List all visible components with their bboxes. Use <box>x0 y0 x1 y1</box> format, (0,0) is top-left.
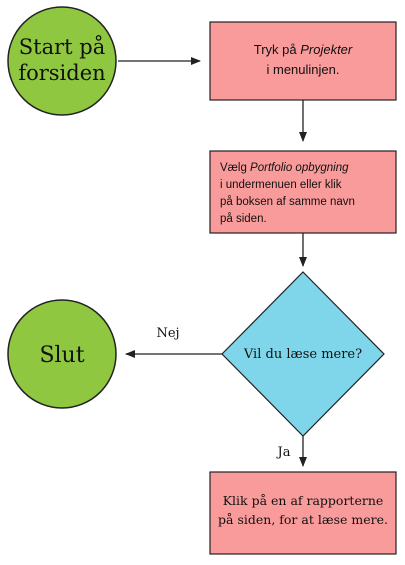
step1-box <box>209 21 397 101</box>
start-node <box>7 6 117 116</box>
decision-label: Vil du læse mere? <box>243 347 362 362</box>
edge-no-label: Nej <box>156 326 179 341</box>
step2-text-line3: på boksen af samme navn <box>220 196 355 208</box>
step3-text-line1: Klik på en af rapporterne <box>223 493 384 508</box>
end-label: Slut <box>39 343 84 368</box>
step2-text-line4: på siden. <box>220 213 267 225</box>
step3-text-line2: på siden, for at læse mere. <box>218 512 388 527</box>
edge-yes-label: Ja <box>276 445 291 460</box>
start-label-line1: Start på <box>19 35 105 59</box>
step1-text-line1: Tryk på Projekter <box>254 42 353 57</box>
step2-box <box>209 150 397 234</box>
end-node <box>7 299 117 409</box>
step2-text-line2: i undermenuen eller klik <box>220 179 342 191</box>
step3-box <box>209 471 397 555</box>
step2-text-line1: Vælg Portfolio opbygning <box>220 162 349 174</box>
start-label-line2: forsiden <box>18 61 105 85</box>
step1-text-line2: i menulinjen. <box>267 62 340 77</box>
